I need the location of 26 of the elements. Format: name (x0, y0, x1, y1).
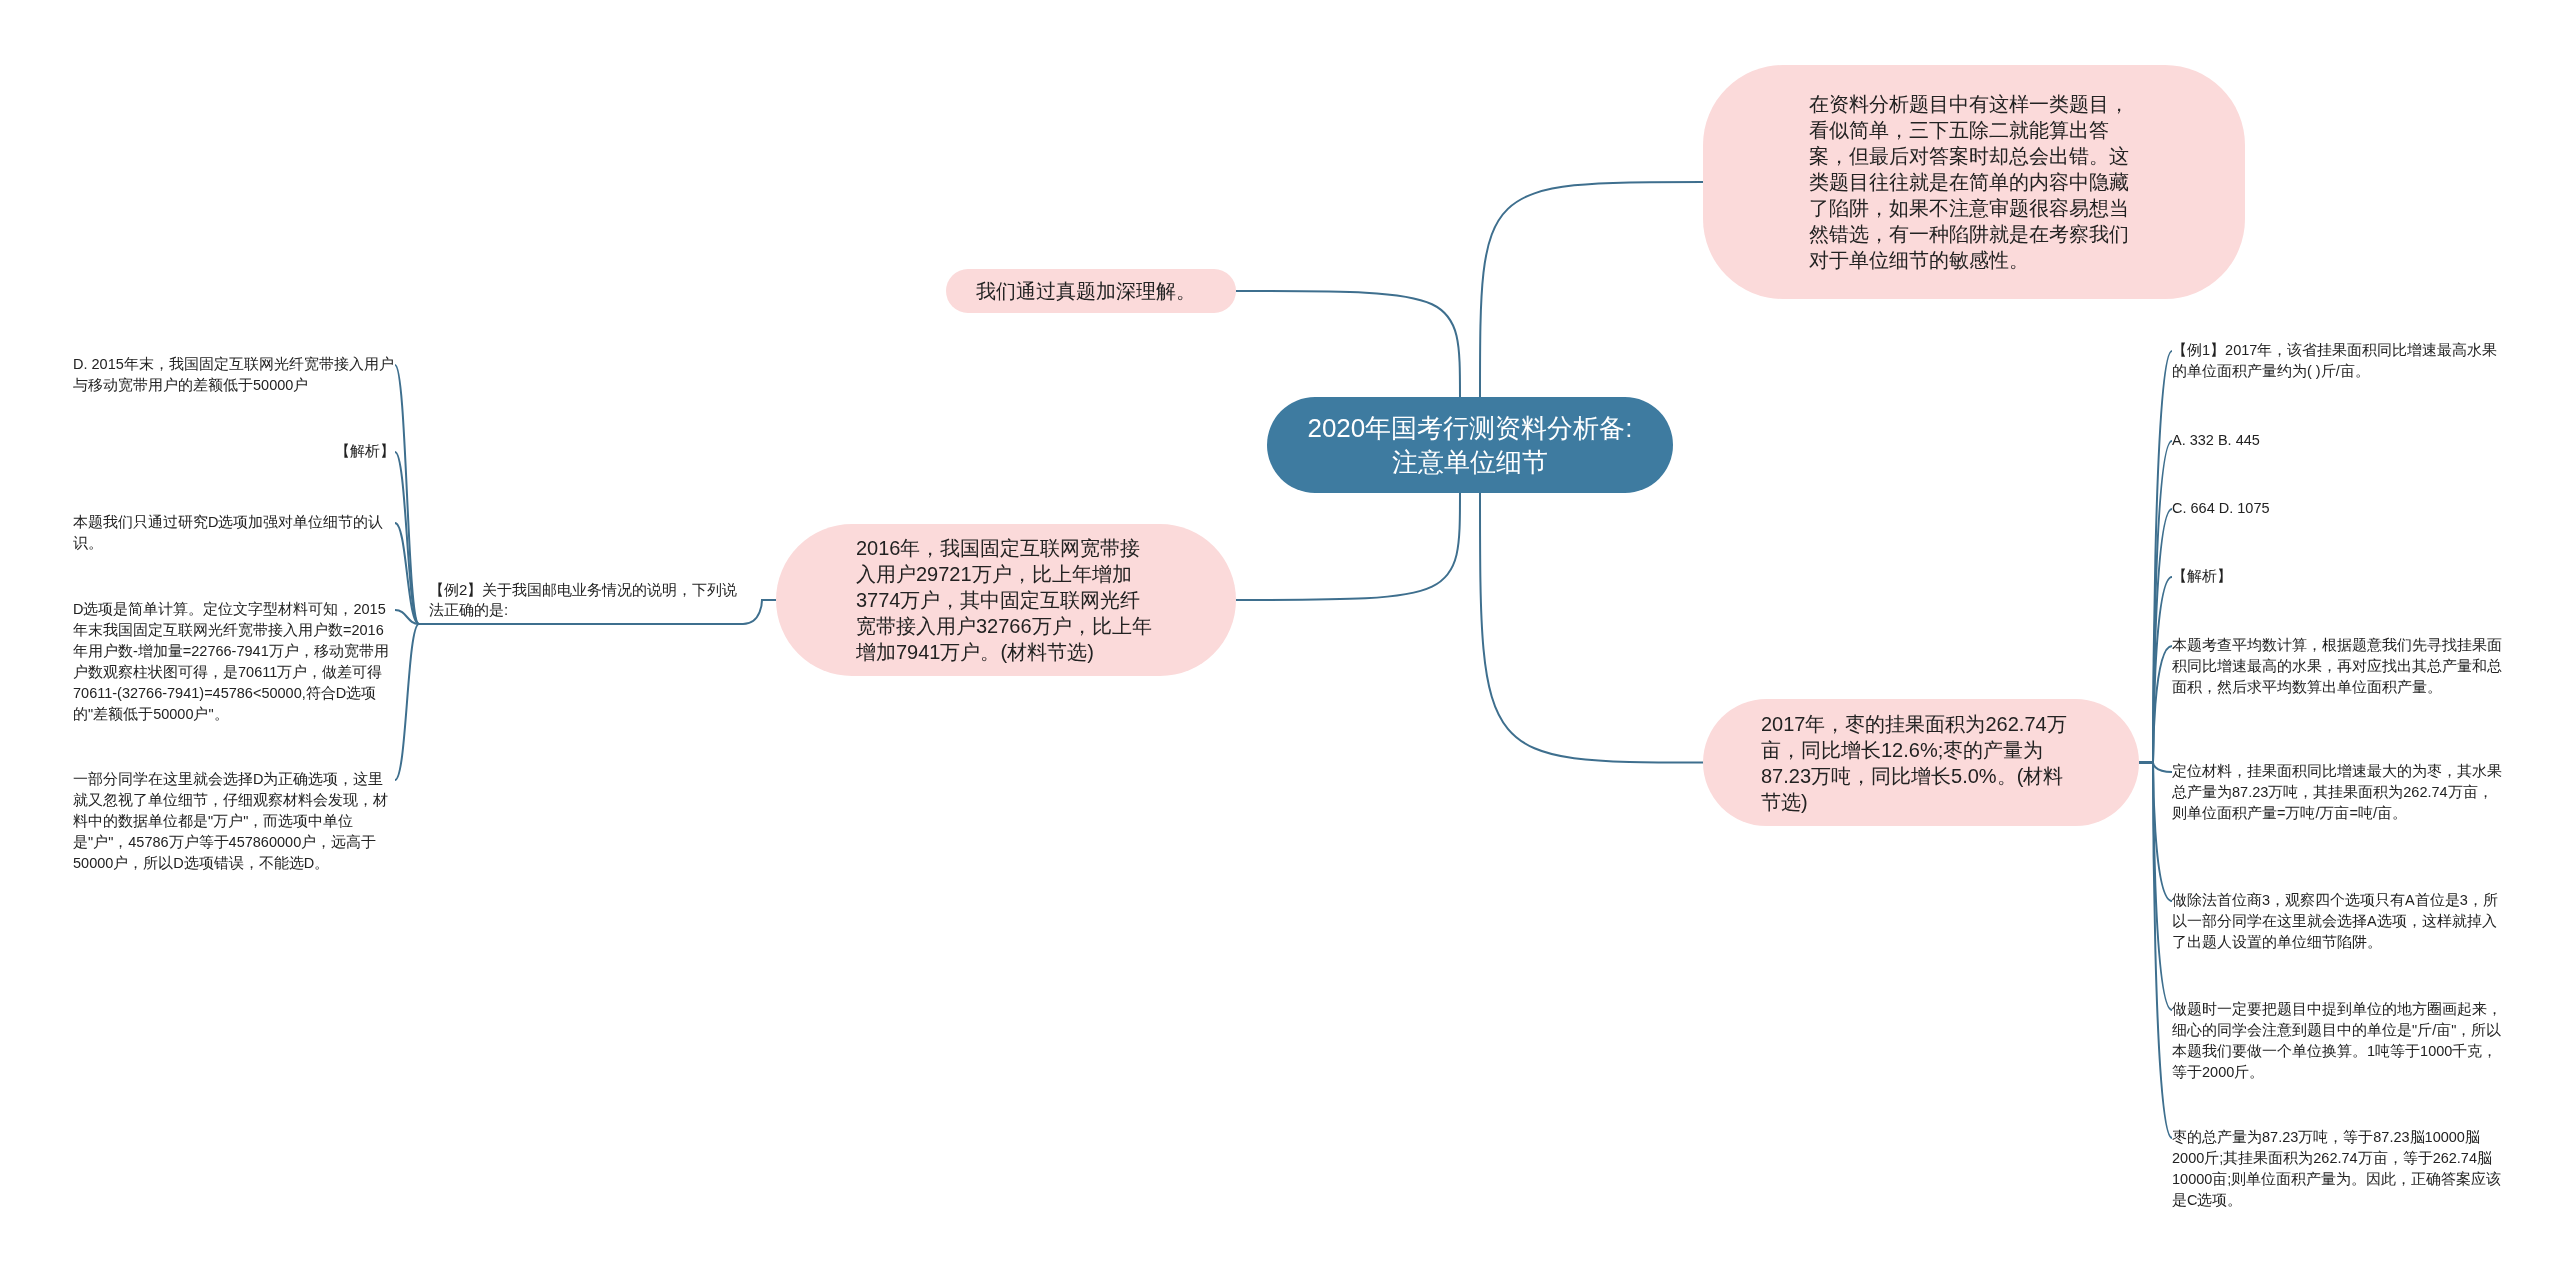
note-text: A. 332 B. 445 (2172, 430, 2502, 451)
note-text: 【解析】 (73, 441, 395, 462)
connector-line (1479, 492, 1704, 764)
note-text: 定位材料，挂果面积同比增速最大的为枣，其水果总产量为87.23万吨，其挂果面积为262.74万亩，则单位面积产量=万吨/万亩=吨/亩。 (2172, 761, 2502, 824)
note-text: 枣的总产量为87.23万吨，等于87.23脳10000脳2000斤;其挂果面积为262.74万亩，等于262.74脳10000亩;则单位面积产量为。因此，正确答案应该是C选项。 (2172, 1127, 2502, 1211)
note-text: D. 2015年末，我国固定互联网光纤宽带接入用户与移动宽带用户的差额低于50000户 (73, 354, 395, 396)
connector-line (742, 599, 777, 625)
note-text: 一部分同学在这里就会选择D为正确选项，这里就又忽视了单位细节，仔细观察材料会发现，材料中的数据单位都是"万户"，而选项中单位是"户"，45786万户等于457860000户，远高于50000户，所以D选项错误，不能选D。 (73, 769, 395, 874)
central-topic: 2020年国考行测资料分析备:注意单位细节 (1267, 397, 1673, 493)
subtopic-text: 【例2】关于我国邮电业务情况的说明，下列说法正确的是: (425, 580, 743, 625)
note-text: 本题我们只通过研究D选项加强对单位细节的认识。 (73, 512, 395, 554)
connector-line (1479, 181, 1704, 398)
topic-bubble: 在资料分析题目中有这样一类题目，看似简单，三下五除二就能算出答案，但最后对答案时却总会出错。这类题目往往就是在简单的内容中隐藏了陷阱，如果不注意审题很容易想当然错选，有一种陷阱就是在考察我们对于单位细节的敏感性。 (1703, 65, 2245, 299)
note-text: 【例1】2017年，该省挂果面积同比增速最高水果的单位面积产量约为( )斤/亩。 (2172, 340, 2502, 382)
connector-line (394, 623, 426, 781)
note-text: 本题考查平均数计算，根据题意我们先寻找挂果面积同比增速最高的水果，再对应找出其总产量和总面积，然后求平均数算出单位面积产量。 (2172, 635, 2502, 698)
note-text: D选项是简单计算。定位文字型材料可知，2015年末我国固定互联网光纤宽带接入用户数=2016年用户数-增加量=22766-7941万户，移动宽带用户数观察柱状图可得，是70611万户，做差可得70611-(32766-7941)=45786<50000,符合D选项的"差额低于50000户"。 (73, 599, 395, 725)
topic-bubble: 2016年，我国固定互联网宽带接入用户29721万户，比上年增加3774万户，其中固定互联网光纤宽带接入用户32766万户，比上年增加7941万户。(材料节选) (776, 524, 1236, 676)
note-text: 做题时一定要把题目中提到单位的地方圈画起来，细心的同学会注意到题目中的单位是"斤/亩"，所以本题我们要做一个单位换算。1吨等于1000千克，等于2000斤。 (2172, 999, 2502, 1083)
connector-line (1235, 492, 1461, 601)
note-text: C. 664 D. 1075 (2172, 498, 2502, 519)
note-text: 做除法首位商3，观察四个选项只有A首位是3，所以一部分同学在这里就会选择A选项，这样就掉入了出题人设置的单位细节陷阱。 (2172, 890, 2502, 953)
topic-bubble: 2017年，枣的挂果面积为262.74万亩，同比增长12.6%;枣的产量为87.23万吨，同比增长5.0%。(材料节选) (1703, 699, 2139, 826)
connector-line (1235, 290, 1461, 398)
note-text: 【解析】 (2172, 566, 2502, 587)
topic-bubble: 我们通过真题加深理解。 (946, 269, 1236, 313)
